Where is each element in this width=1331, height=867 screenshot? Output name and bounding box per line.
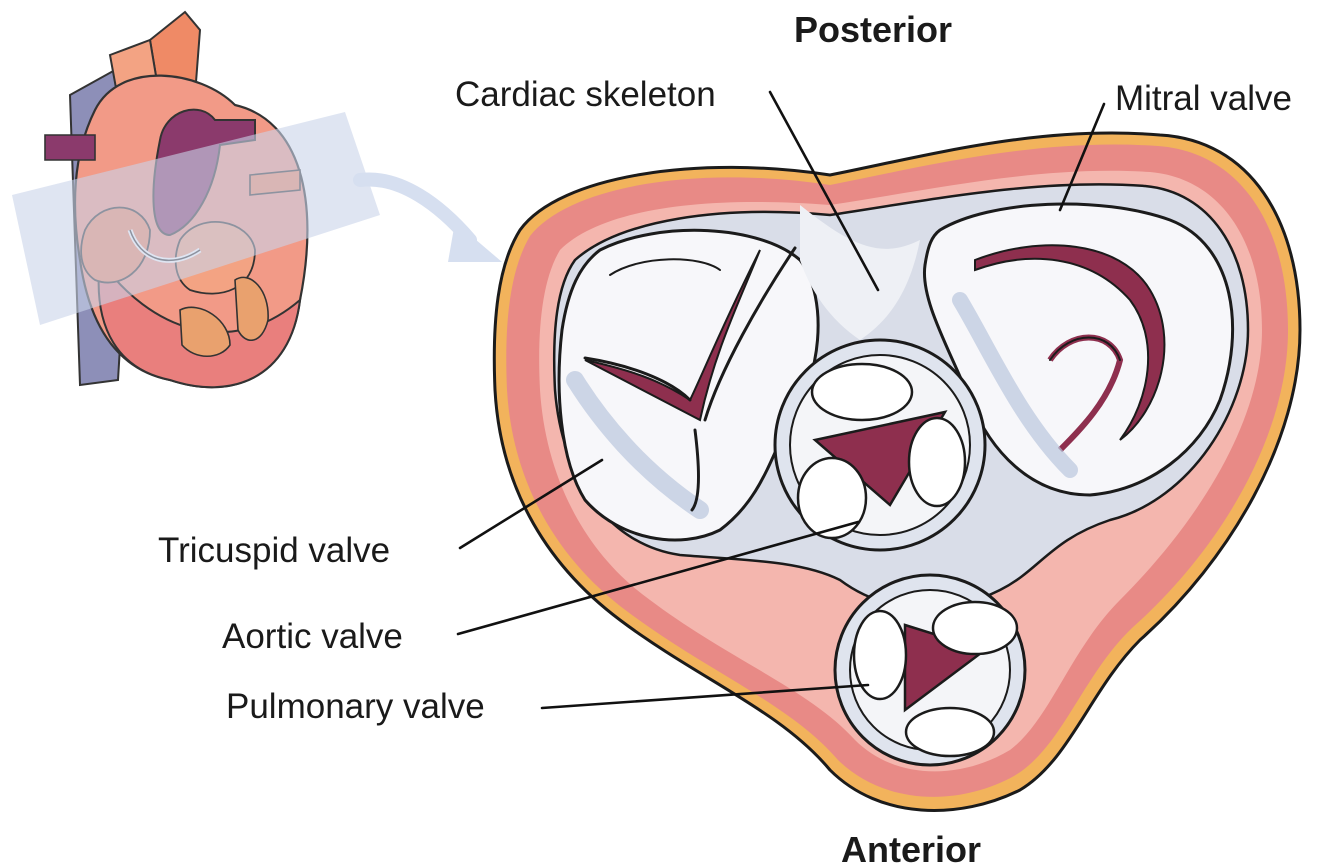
mitral-valve-label: Mitral valve — [1115, 79, 1292, 118]
plane-to-section-arrow — [360, 179, 502, 262]
anterior-label: Anterior — [841, 829, 981, 867]
pulmonary-valve-shape — [835, 575, 1025, 765]
tricuspid-valve-label: Tricuspid valve — [158, 531, 390, 570]
valve-cross-section — [494, 133, 1300, 810]
aortic-valve-label: Aortic valve — [222, 617, 403, 656]
posterior-label: Posterior — [794, 9, 952, 50]
aortic-valve-shape — [775, 340, 985, 550]
cardiac-skeleton-label: Cardiac skeleton — [455, 75, 716, 114]
heart-overview-illustration — [12, 12, 380, 387]
pulmonary-valve-label: Pulmonary valve — [226, 687, 485, 726]
